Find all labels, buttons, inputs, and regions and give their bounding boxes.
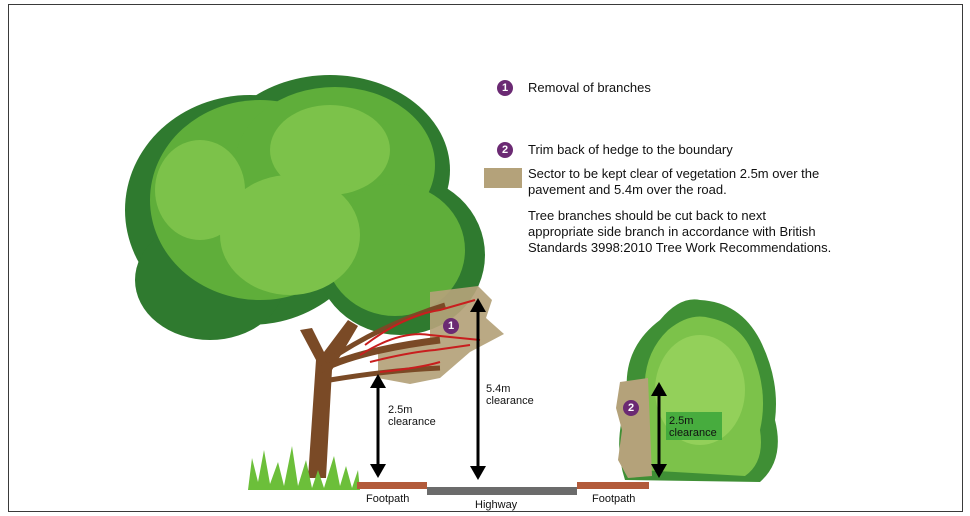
tree-clearance-value: 2.5m bbox=[388, 404, 413, 416]
legend-badge-1: 1 bbox=[497, 80, 513, 96]
legend-item-removal-branches: Removal of branches bbox=[528, 80, 651, 95]
highway-road bbox=[427, 487, 577, 495]
branch-cut-lines bbox=[359, 299, 481, 373]
highway-label: Highway bbox=[475, 499, 518, 511]
hedge-clearance-arrow bbox=[651, 382, 667, 478]
legend-badge-2: 2 bbox=[497, 142, 513, 158]
tree-trunk bbox=[300, 302, 446, 478]
note-line-1: Tree branches should be cut back to next bbox=[528, 208, 766, 223]
footpath-right bbox=[577, 482, 649, 489]
branch-marker-1: 1 bbox=[443, 318, 459, 334]
footpath-right-label: Footpath bbox=[592, 493, 636, 505]
note-line-3: Standards 3998:2010 Tree Work Recommenda… bbox=[528, 240, 832, 255]
legend-item-trim-hedge: Trim back of hedge to the boundary bbox=[528, 142, 733, 157]
footpath-left-label: Footpath bbox=[366, 493, 410, 505]
note-line-2: appropriate side branch in accordance wi… bbox=[528, 224, 816, 239]
footpath-left bbox=[357, 482, 427, 489]
legend-sector-text-2: pavement and 5.4m over the road. bbox=[528, 182, 727, 197]
road-clearance-arrow bbox=[470, 298, 486, 480]
hedge-marker-2: 2 bbox=[623, 400, 639, 416]
road-clearance-word: clearance bbox=[486, 395, 534, 407]
legend-sector-text-1: Sector to be kept clear of vegetation 2.… bbox=[528, 166, 820, 181]
tree-clearance-word: clearance bbox=[388, 416, 436, 428]
tree-clearance-arrow bbox=[370, 374, 386, 478]
tree-canopy bbox=[125, 75, 485, 340]
road-clearance-value: 5.4m bbox=[486, 383, 511, 395]
hedge-clearance-highlight bbox=[666, 412, 722, 440]
hedge-clearance-word: clearance bbox=[669, 427, 717, 439]
hedge-clearance-value: 2.5m bbox=[669, 415, 694, 427]
legend-sector-swatch bbox=[484, 168, 522, 188]
grass bbox=[248, 446, 360, 490]
